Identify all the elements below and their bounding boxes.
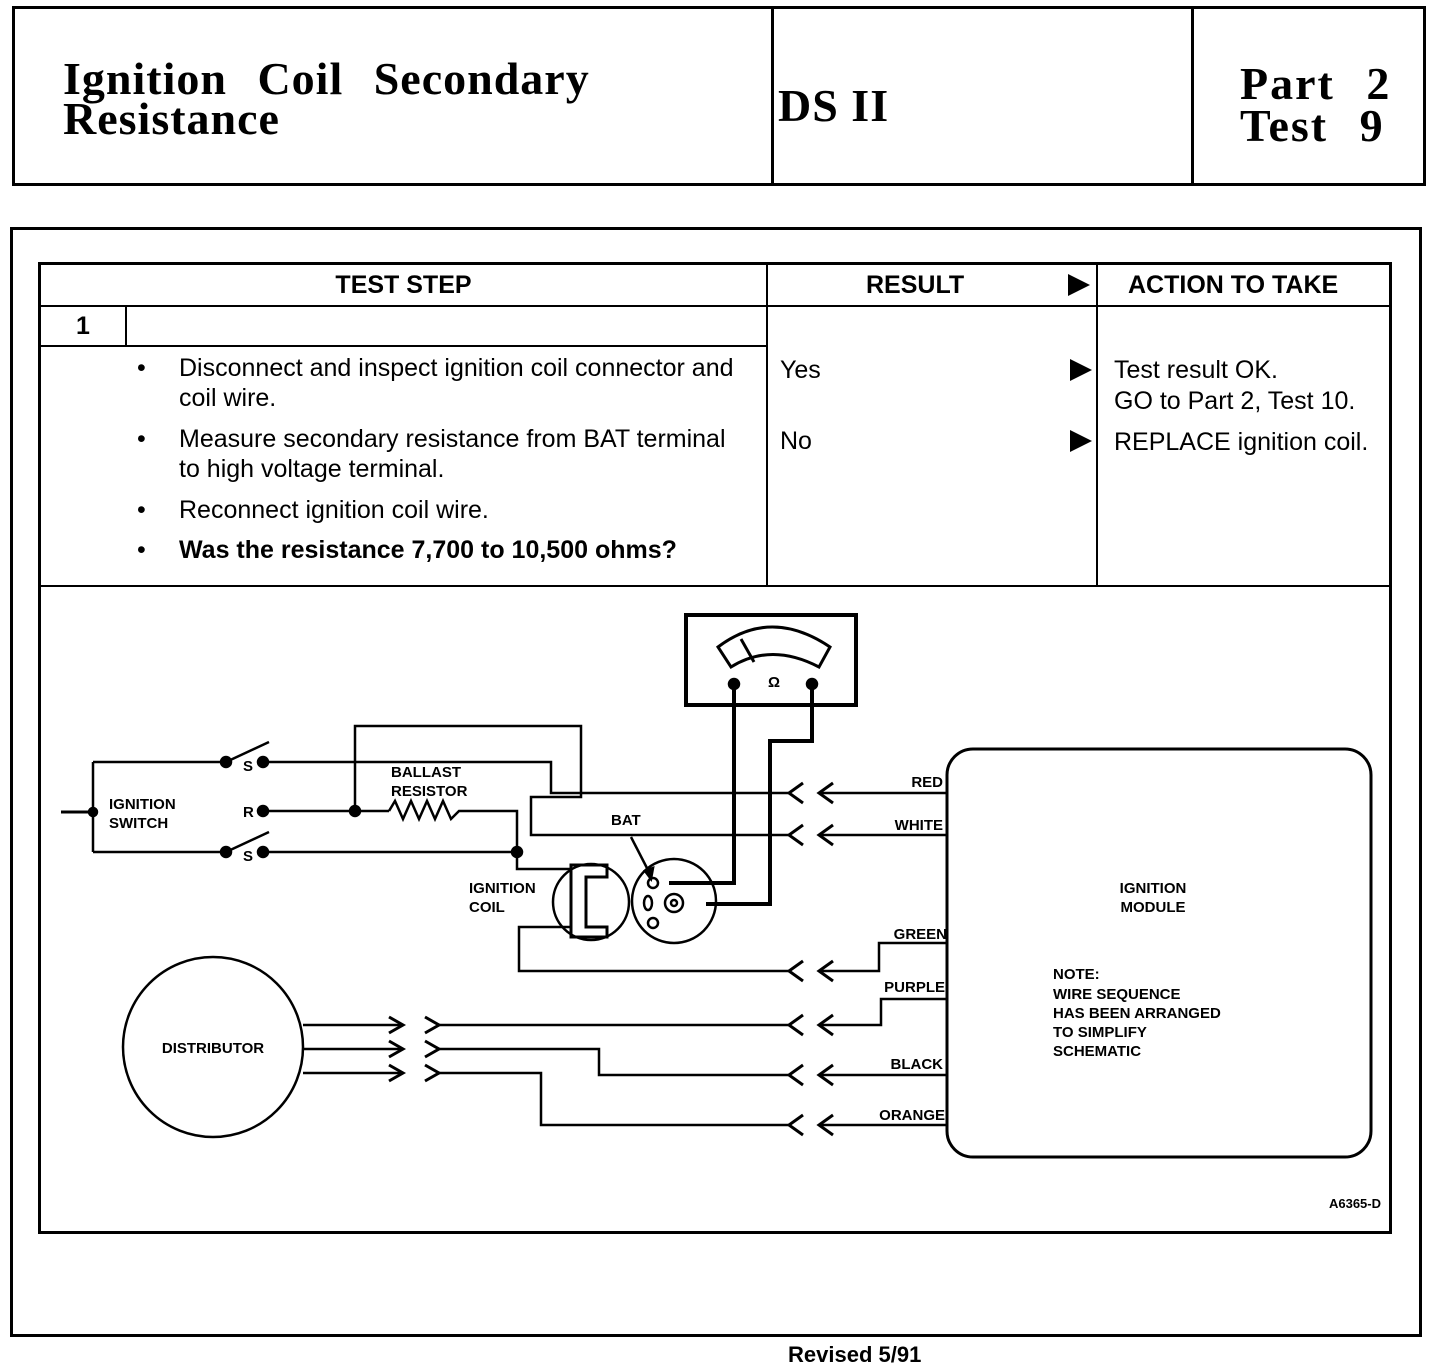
col-header-action: ACTION TO TAKE <box>1098 265 1389 307</box>
ballast-label-2: RESISTOR <box>391 783 468 800</box>
bat-label: BAT <box>611 812 641 829</box>
step-question: Was the resistance 7,700 to 10,500 ohms? <box>179 536 677 564</box>
arrow-right-icon <box>1070 430 1092 452</box>
ignition-coil: BAT IGNITION COIL <box>469 812 718 945</box>
terminal-s-top: S <box>243 758 253 775</box>
module-label-1: IGNITION <box>1120 880 1187 897</box>
resistor-icon <box>387 797 519 852</box>
ignition-module: IGNITION MODULE NOTE: WIRE SEQUENCE HAS … <box>945 747 1373 1159</box>
distributor-label: DISTRIBUTOR <box>162 1040 264 1057</box>
note-line-1: NOTE: <box>1053 966 1100 983</box>
header-section-cell: DS II <box>774 9 1194 183</box>
col-header-result-label: RESULT <box>866 271 965 299</box>
page-title: Ignition Coil Secondary Resistance <box>63 53 590 144</box>
module-label-2: MODULE <box>1121 899 1186 916</box>
test-step-cell: • Disconnect and inspect ignition coil c… <box>41 347 768 585</box>
step-number: 1 <box>41 307 127 347</box>
bullet-icon: • <box>137 496 146 524</box>
title-line-1: Ignition Coil Secondary <box>63 53 590 104</box>
action-yes-line-2: GO to Part 2, Test 10. <box>1114 387 1356 415</box>
action-no: REPLACE ignition coil. <box>1114 428 1369 456</box>
ballast-label-1: BALLAST <box>391 764 461 781</box>
header-part-cell: Part 2 Test 9 <box>1194 9 1423 183</box>
note-line-3: HAS BEEN ARRANGED <box>1053 1005 1221 1022</box>
ignition-switch: IGNITION SWITCH S R S <box>61 740 270 865</box>
wire-red-label: RED <box>911 774 943 791</box>
figure-id: A6365-D <box>1328 1196 1381 1211</box>
bullet-icon: • <box>137 536 146 564</box>
test-table: TEST STEP RESULT ACTION TO TAKE 1 • Disc… <box>38 262 1392 1234</box>
ignition-switch-label-1: IGNITION <box>109 796 176 813</box>
part-label: Part 2 <box>1240 58 1392 109</box>
note-line-2: WIRE SEQUENCE <box>1053 986 1181 1003</box>
ignition-switch-label-2: SWITCH <box>109 815 168 832</box>
step-title-cell <box>127 307 768 347</box>
coil-label-2: COIL <box>469 899 505 916</box>
revision-date: Revised 5/91 <box>788 1342 922 1367</box>
bullet-icon: • <box>137 354 146 382</box>
col-header-result: RESULT <box>768 265 1098 307</box>
content-frame <box>10 227 1422 1337</box>
wire-purple-label: PURPLE <box>884 979 945 996</box>
ohm-symbol: Ω <box>768 674 780 691</box>
result-yes: Yes <box>780 356 821 384</box>
note-line-5: SCHEMATIC <box>1053 1043 1141 1060</box>
wiring-schematic: Ω IGNITION SWITCH S <box>61 613 1373 1159</box>
arrow-right-icon <box>1070 359 1092 381</box>
action-cell: Test result OK. GO to Part 2, Test 10. R… <box>1098 307 1389 585</box>
terminal-r: R <box>243 804 254 821</box>
title-line-2: Resistance <box>63 93 280 144</box>
step-bullet-1: Disconnect and inspect ignition coil con… <box>179 354 734 412</box>
wire-orange-label: ORANGE <box>879 1107 945 1124</box>
col-header-test-step: TEST STEP <box>41 265 768 307</box>
part-test: Part 2 Test 9 <box>1240 58 1392 151</box>
wire-green-label: GREEN <box>894 926 947 943</box>
table-row-divider <box>41 585 1389 587</box>
result-cell: Yes No <box>768 307 1098 585</box>
page-header: Ignition Coil Secondary Resistance DS II… <box>12 6 1426 186</box>
wire-black-label: BLACK <box>891 1056 944 1073</box>
test-label: Test 9 <box>1240 100 1385 151</box>
coil-label-1: IGNITION <box>469 880 536 897</box>
bullet-icon: • <box>137 425 146 453</box>
action-yes-line-1: Test result OK. <box>1114 356 1278 384</box>
step-bullet-3: Reconnect ignition coil wire. <box>179 496 489 524</box>
section-code: DS II <box>778 80 890 131</box>
distributor: DISTRIBUTOR <box>121 955 789 1139</box>
terminal-s-bottom: S <box>243 848 253 865</box>
step-bullet-2: Measure secondary resistance from BAT te… <box>179 425 726 483</box>
ohmmeter: Ω <box>684 613 858 707</box>
header-title-cell: Ignition Coil Secondary Resistance <box>15 9 774 183</box>
wire-white-label: WHITE <box>895 817 943 834</box>
result-no: No <box>780 427 812 455</box>
arrow-right-icon <box>1068 274 1090 296</box>
note-line-4: TO SIMPLIFY <box>1053 1024 1147 1041</box>
wiring-diagram: Ω IGNITION SWITCH S <box>41 587 1389 1231</box>
